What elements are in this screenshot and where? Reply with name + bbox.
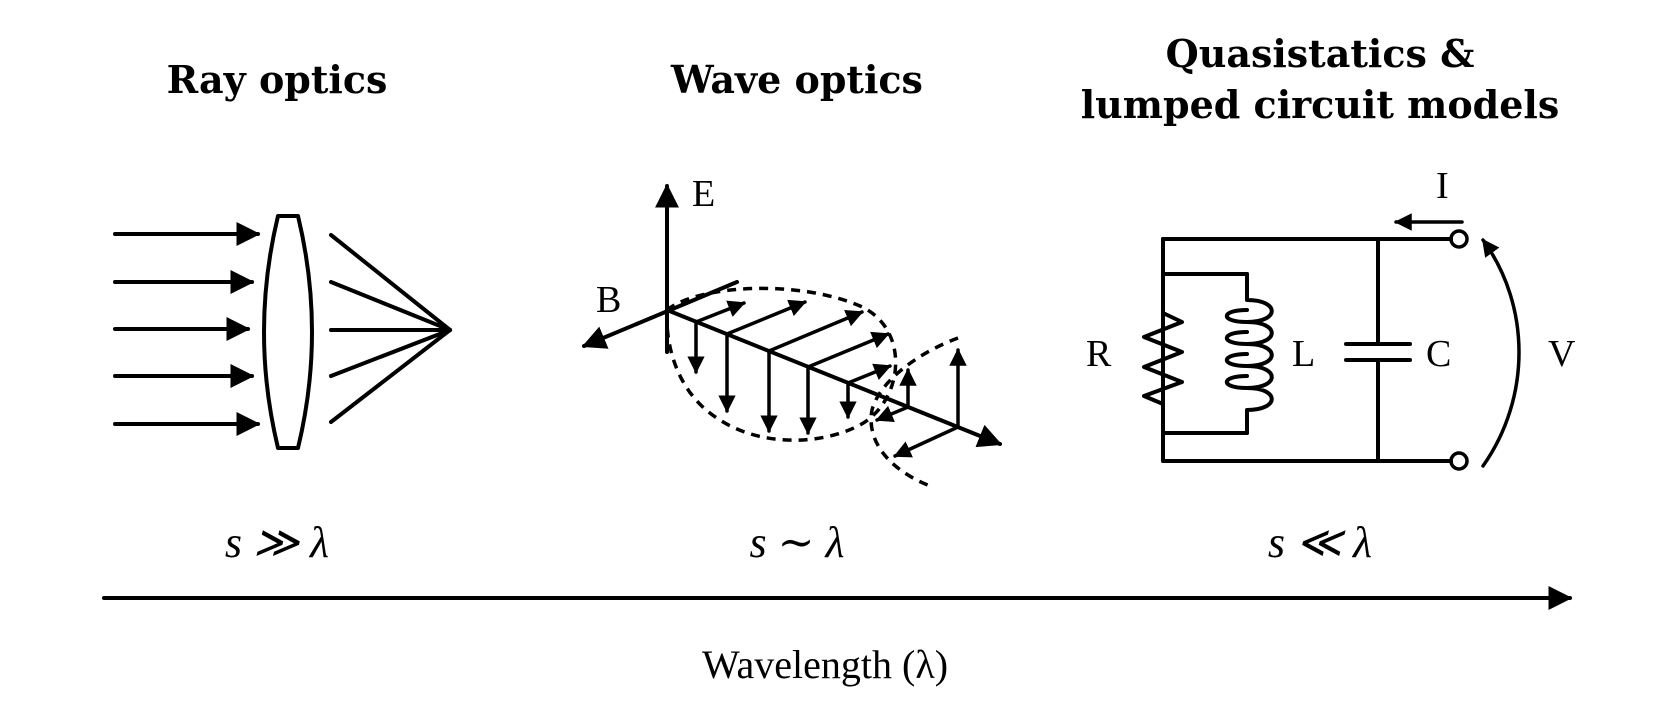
e-field-vectors [687,320,967,435]
wave-envelope-2 [869,336,959,488]
terminal-bottom [1449,451,1469,471]
b-field-vectors [694,299,960,458]
capacitor-label: C [1426,333,1451,375]
voltage-arc [1481,238,1521,468]
ray-optics-title: Ray optics [167,57,388,102]
wave-optics-illustration: E B [581,173,1003,488]
rlc-circuit: R L C I V [1086,165,1576,471]
quasistatics-condition: s ≪ λ [1268,518,1372,567]
inductor-label: L [1292,333,1315,375]
b-field-label: B [596,279,621,321]
ray-optics-illustration [113,214,452,450]
wave-envelope-1 [665,286,898,442]
terminal-top [1449,229,1469,249]
current-label: I [1436,165,1449,207]
e-field-label: E [692,173,715,215]
resistor-symbol [1142,272,1184,435]
propagation-axis [665,308,1003,448]
quasistatics-title-line1: Quasistatics & [1166,31,1475,76]
wave-optics-condition: s ∼ λ [749,518,844,567]
incoming-rays [113,222,261,436]
capacitor-symbol [1344,237,1412,463]
resistor-label: R [1086,333,1112,375]
inductor-symbol [1225,272,1274,435]
voltage-label: V [1548,333,1576,375]
converging-rays [329,233,452,424]
wavelength-axis-label: Wavelength (λ) [702,642,948,687]
convex-lens [262,214,314,450]
ray-optics-condition: s ≫ λ [225,518,329,567]
quasistatics-title-line2: lumped circuit models [1081,82,1560,127]
wave-optics-title: Wave optics [670,57,923,102]
